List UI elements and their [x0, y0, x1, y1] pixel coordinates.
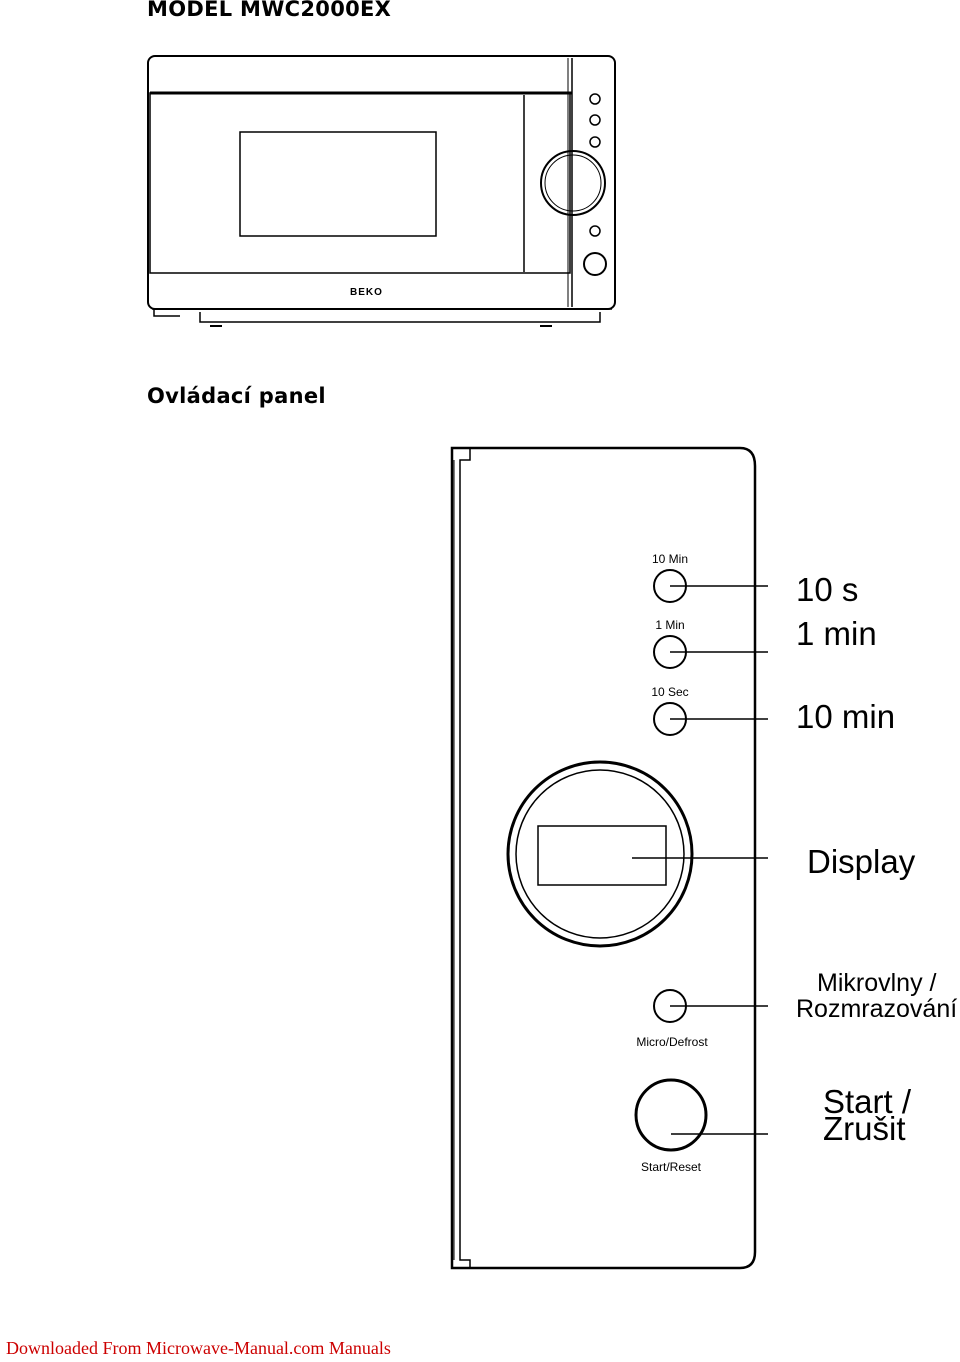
label-start-reset: Start/Reset — [641, 1160, 702, 1174]
callout-start-line1: Start / — [823, 1083, 912, 1120]
model-title: MODEL MWC2000EX — [147, 0, 392, 21]
label-1min: 1 Min — [655, 618, 684, 632]
microwave-dial-icon — [540, 150, 606, 216]
callout-display: Display — [807, 843, 916, 880]
start-reset-button-icon — [634, 1078, 708, 1152]
callout-start-line2: Zrušit — [823, 1110, 906, 1147]
microwave-illustration: BEKO — [147, 55, 616, 327]
panel-title: Ovládací panel — [147, 384, 326, 408]
label-10sec: 10 Sec — [651, 685, 688, 699]
label-10min: 10 Min — [652, 552, 688, 566]
beko-logo: BEKO — [350, 287, 383, 298]
microwave-door — [149, 92, 571, 274]
callout-1min: 1 min — [796, 615, 877, 652]
microwave-window — [239, 131, 437, 237]
callout-micro-line2: Rozmrazování — [796, 995, 958, 1023]
callout-10min: 10 min — [796, 698, 896, 735]
control-panel-illustration: 10 Min 1 Min 10 Sec Micro/Defrost Start/… — [450, 446, 768, 1270]
display-window — [537, 825, 667, 886]
footer-download-link[interactable]: Downloaded From Microwave-Manual.com Man… — [6, 1338, 391, 1358]
callout-10s: 10 s — [796, 571, 859, 608]
display-dial-icon — [506, 760, 694, 948]
label-micro-defrost: Micro/Defrost — [636, 1035, 708, 1049]
callout-micro-line1: Mikrovlny / — [817, 969, 937, 997]
